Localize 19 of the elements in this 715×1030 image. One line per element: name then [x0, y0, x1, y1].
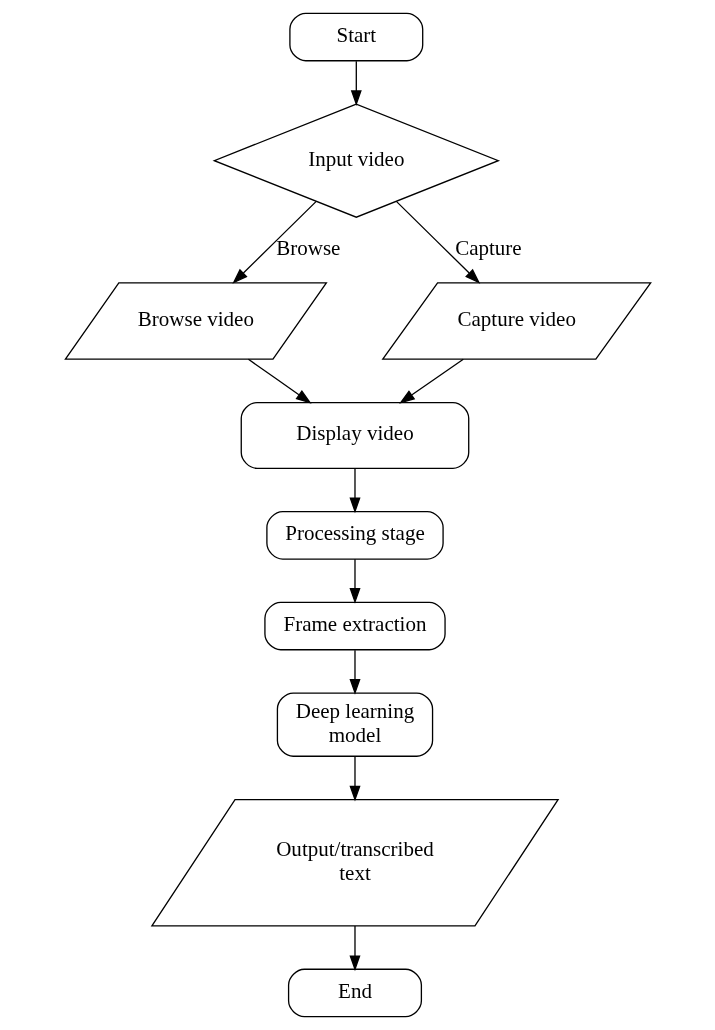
arrow [348, 925, 360, 972]
arrow [348, 558, 360, 604]
node-box: Frame extraction [263, 601, 446, 651]
node-box: Display video [240, 401, 469, 469]
arrow [350, 60, 362, 107]
arrow [231, 200, 317, 284]
node-diamond: Input video [212, 103, 500, 218]
arrow [348, 467, 360, 514]
node-box: Processing stage [265, 511, 444, 560]
arrow [247, 358, 312, 404]
edge-label: Capture [454, 236, 522, 261]
arrow [398, 358, 464, 404]
node-box: End [287, 968, 422, 1018]
arrow [348, 755, 360, 802]
node-box: Start [288, 12, 423, 62]
edge-label: Browse [275, 236, 340, 261]
arrow [348, 649, 360, 695]
node-box: Deep learning model [276, 692, 433, 757]
arrow [395, 200, 480, 284]
